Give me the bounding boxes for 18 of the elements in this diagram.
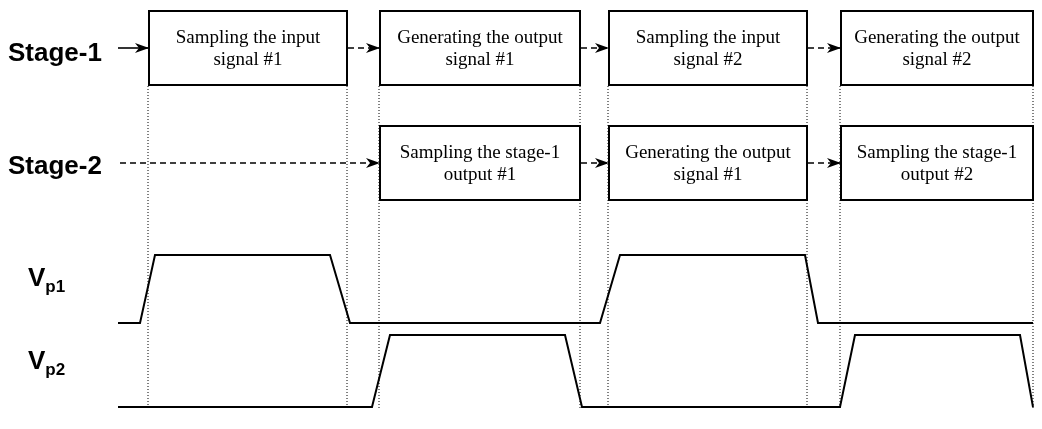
- arrow: [807, 158, 841, 168]
- arrow: [580, 158, 609, 168]
- signal-label: V$_{p1}$: [28, 262, 66, 298]
- signal-label: V$_{p2}$: [28, 345, 66, 381]
- process-box: Sampling the input signal #2: [608, 10, 808, 86]
- arrow: [119, 158, 380, 168]
- process-box: Generating the output signal #1: [379, 10, 581, 86]
- stage-label: Stage-2: [8, 145, 120, 185]
- process-box: Sampling the stage-1 output #1: [379, 125, 581, 201]
- arrow: [807, 43, 841, 53]
- process-box: Generating the output signal #1: [608, 125, 808, 201]
- process-box: Generating the output signal #2: [840, 10, 1034, 86]
- stage-label: Stage-1: [8, 32, 120, 72]
- process-box: Sampling the stage-1 output #2: [840, 125, 1034, 201]
- arrow: [580, 43, 609, 53]
- arrow: [117, 43, 149, 53]
- process-box: Sampling the input signal #1: [148, 10, 348, 86]
- arrow: [347, 43, 380, 53]
